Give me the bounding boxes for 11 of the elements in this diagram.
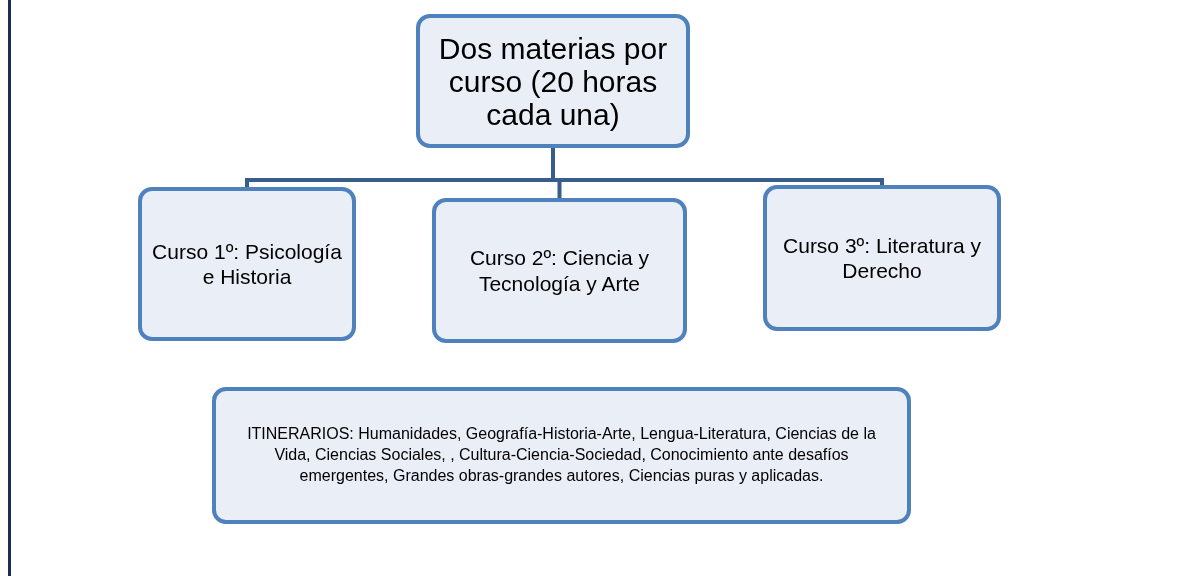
course-box (138, 187, 356, 341)
box-text: ITINERARIOS: Humanidades, Geografía-Historia-Arte, Lengua-Literatura, Ciencias de la Vida, Ciencias Sociales, , Cultura-Ciencia-Sociedad, Conocimiento ante desafíos emergentes, Grandes obras-grandes autores, Ciencias puras y aplicadas. (246, 424, 877, 486)
box-text: Dos materias por curso (20 horas cada una) (437, 31, 669, 131)
box-text: Curso 2º: Ciencia y Tecnología y Arte (468, 245, 651, 296)
root-box (416, 14, 690, 148)
course-box (432, 198, 687, 343)
course-box (763, 185, 1001, 331)
connector-line (551, 148, 884, 185)
box-text: Curso 1º: Psicología e Historia (151, 238, 343, 290)
box-text: Curso 3º: Literatura y Derecho (782, 232, 982, 284)
note-box (212, 387, 911, 524)
